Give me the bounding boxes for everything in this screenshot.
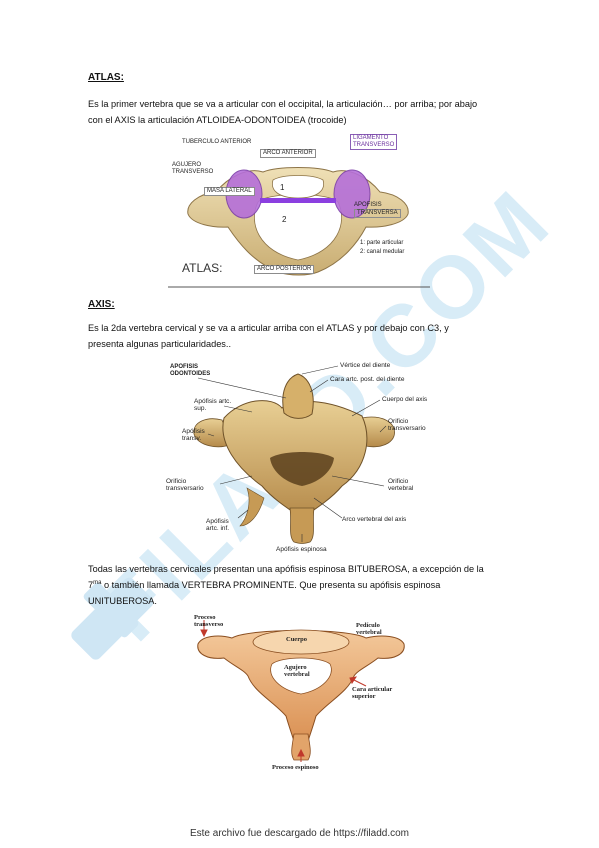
atlas-legend-1: 1: parte articular (360, 240, 404, 246)
atlas-label-arco-posterior: ARCO POSTERIOR (254, 265, 315, 274)
axis-heading: AXIS: (88, 299, 115, 310)
axis-label-orificio-transv-right: Orificio transversario (388, 418, 426, 432)
atlas-label-num-2: 2 (282, 215, 287, 224)
atlas-line-1: Es la primer vertebra que se va a articu… (88, 99, 478, 109)
cervical-label-pediculo: Pedículo vertebral (356, 622, 382, 636)
axis-paragraph: Es la 2da vertebra cervical y se va a ar… (88, 320, 528, 352)
axis-label-apof-art-inf: Apófisis artc. inf. (206, 518, 230, 532)
download-footer[interactable]: Este archivo fue descargado de https://f… (189, 828, 409, 839)
atlas-legend-2: 2: canal medular (360, 249, 405, 255)
axis-label-orificio-transv-left: Orificio transversario (166, 478, 204, 492)
cervical-figure: Proceso transverso Cuerpo Pedículo verte… (188, 614, 414, 774)
cervical-line-2: 7ma o también llamada VERTEBRA PROMINENT… (88, 579, 441, 590)
cervical-line-1: Todas las vertebras cervicales presentan… (88, 564, 484, 574)
cervical-bone-illustration (197, 620, 405, 762)
cervical-line-3: UNITUBEROSA. (88, 596, 157, 606)
cervical-label-cara-articular: Cara articular superior (352, 686, 393, 700)
atlas-label-num-1: 1 (280, 183, 285, 192)
axis-label-vertice: Vértice del diente (340, 362, 391, 369)
cervical-label-proceso-transverso: Proceso transverso (194, 614, 224, 628)
axis-line-1: Es la 2da vertebra cervical y se va a ar… (88, 323, 449, 333)
axis-label-arco-vertebral: Arco vertebral del axis (342, 516, 407, 523)
atlas-figure: TUBERCULO ANTERIOR ARCO ANTERIOR LIGAMEN… (168, 132, 430, 290)
axis-label-apof-espinosa: Apófisis espinosa (276, 546, 327, 553)
cervical-label-agujero: Agujero vertebral (284, 664, 310, 678)
axis-label-apof-art-sup: Apófisis artc. sup. (194, 398, 232, 412)
axis-label-orificio-vertebral: Orificio vertebral (388, 478, 414, 492)
axis-label-apof-transv: Apófisis transv. (182, 428, 205, 442)
axis-bone-illustration (193, 365, 395, 544)
axis-label-cara-art: Cara artc. post. del diente (330, 376, 405, 383)
axis-figure: APOFISIS ODONTOIDES Vértice del diente C… (152, 358, 452, 554)
cervical-label-cuerpo: Cuerpo (286, 636, 307, 643)
atlas-heading: ATLAS: (88, 72, 124, 83)
atlas-label-apofisis: APOFISIS TRANSVERSA (354, 202, 401, 218)
cervical-paragraph: Todas las vertebras cervicales presentan… (88, 561, 538, 609)
atlas-label-arco-anterior: ARCO ANTERIOR (260, 149, 316, 158)
atlas-line-2: con el AXIS la articulación ATLOIDEA-ODO… (88, 115, 347, 125)
atlas-label-masa-lateral: MASA LATERAL (204, 187, 255, 196)
atlas-label-ligamento: LIGAMENTO TRANSVERSO (350, 134, 398, 150)
atlas-label-agujero: AGUJERO TRANSVERSO (172, 162, 214, 175)
atlas-paragraph: Es la primer vertebra que se va a articu… (88, 96, 528, 128)
axis-line-2: presenta algunas particularidades.. (88, 339, 232, 349)
axis-label-odontoides: APOFISIS ODONTOIDES (170, 364, 211, 377)
axis-label-cuerpo: Cuerpo del axis (382, 396, 428, 403)
cervical-label-proceso-espinoso: Proceso espinoso (272, 764, 319, 771)
atlas-figure-title: ATLAS: (182, 261, 223, 275)
atlas-label-tuberculo: TUBERCULO ANTERIOR (182, 139, 252, 145)
